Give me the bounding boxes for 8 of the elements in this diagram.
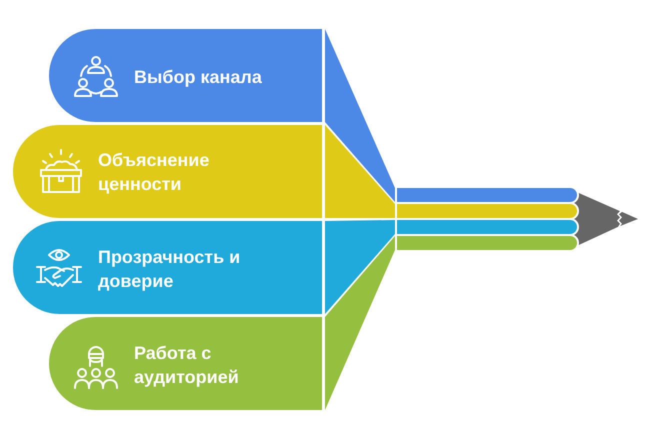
- rounded-band: [49, 317, 322, 410]
- step-label: Объяснение ценности: [98, 149, 210, 196]
- step-label: Прозрачность и доверие: [98, 246, 242, 293]
- step-label: Выбор канала: [134, 66, 262, 89]
- rounded-band: [13, 221, 322, 314]
- rounded-band: [49, 29, 322, 122]
- rounded-band: [13, 125, 322, 218]
- step-label: Работа с аудиторией: [134, 342, 240, 389]
